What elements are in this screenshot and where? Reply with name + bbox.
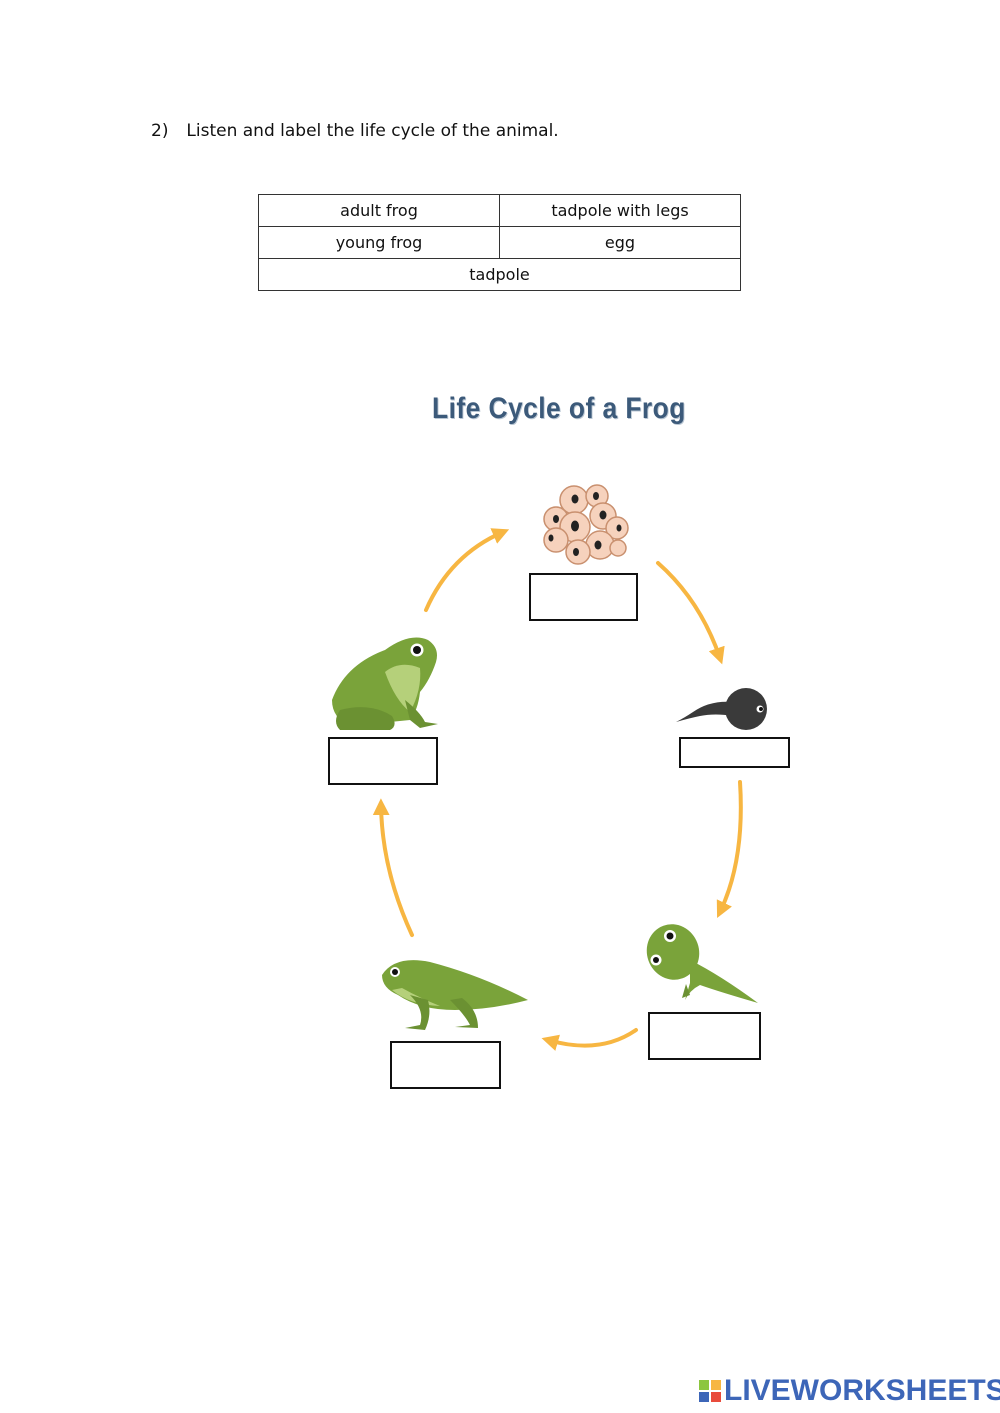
cycle-arrow [541,1028,638,1051]
adult-frog-icon [332,637,438,730]
brand-name: LIVEWORKSHEETS [724,1374,1000,1407]
question: 2) Listen and label the life cycle of th… [151,121,559,141]
word-bank-cell: adult frog [258,194,500,227]
frog-eggs-icon [543,484,629,565]
word-bank-row: tadpole [258,258,741,291]
question-text: Listen and label the life cycle of the a… [186,121,559,141]
word-bank-row: young frog egg [258,226,741,259]
word-bank-cell: egg [499,226,741,259]
liveworksheets-logo-icon [699,1380,721,1402]
answer-box-tadpole-with-legs-stage[interactable] [648,1012,761,1060]
answer-box-tadpole-stage[interactable] [679,737,790,768]
liveworksheets-logo: LIVEWORKSHEETS [698,1374,1000,1408]
answer-box-adult-frog-stage[interactable] [328,737,438,785]
answer-box-young-frog-stage[interactable] [390,1041,501,1089]
diagram-title: Life Cycle of a Frog [432,392,686,425]
tadpole-icon [676,688,767,730]
word-bank-cell: tadpole [258,258,741,291]
word-bank-table: adult frog tadpole with legs young frog … [258,194,741,291]
tadpole-with-legs-icon [646,924,758,1003]
question-number: 2) [151,121,169,141]
cycle-arrow [656,561,725,665]
cycle-arrow [372,798,414,937]
young-frog-icon [382,960,528,1030]
cycle-arrow [716,780,743,919]
cycle-arrow [424,528,510,612]
answer-box-egg-stage[interactable] [529,573,638,621]
